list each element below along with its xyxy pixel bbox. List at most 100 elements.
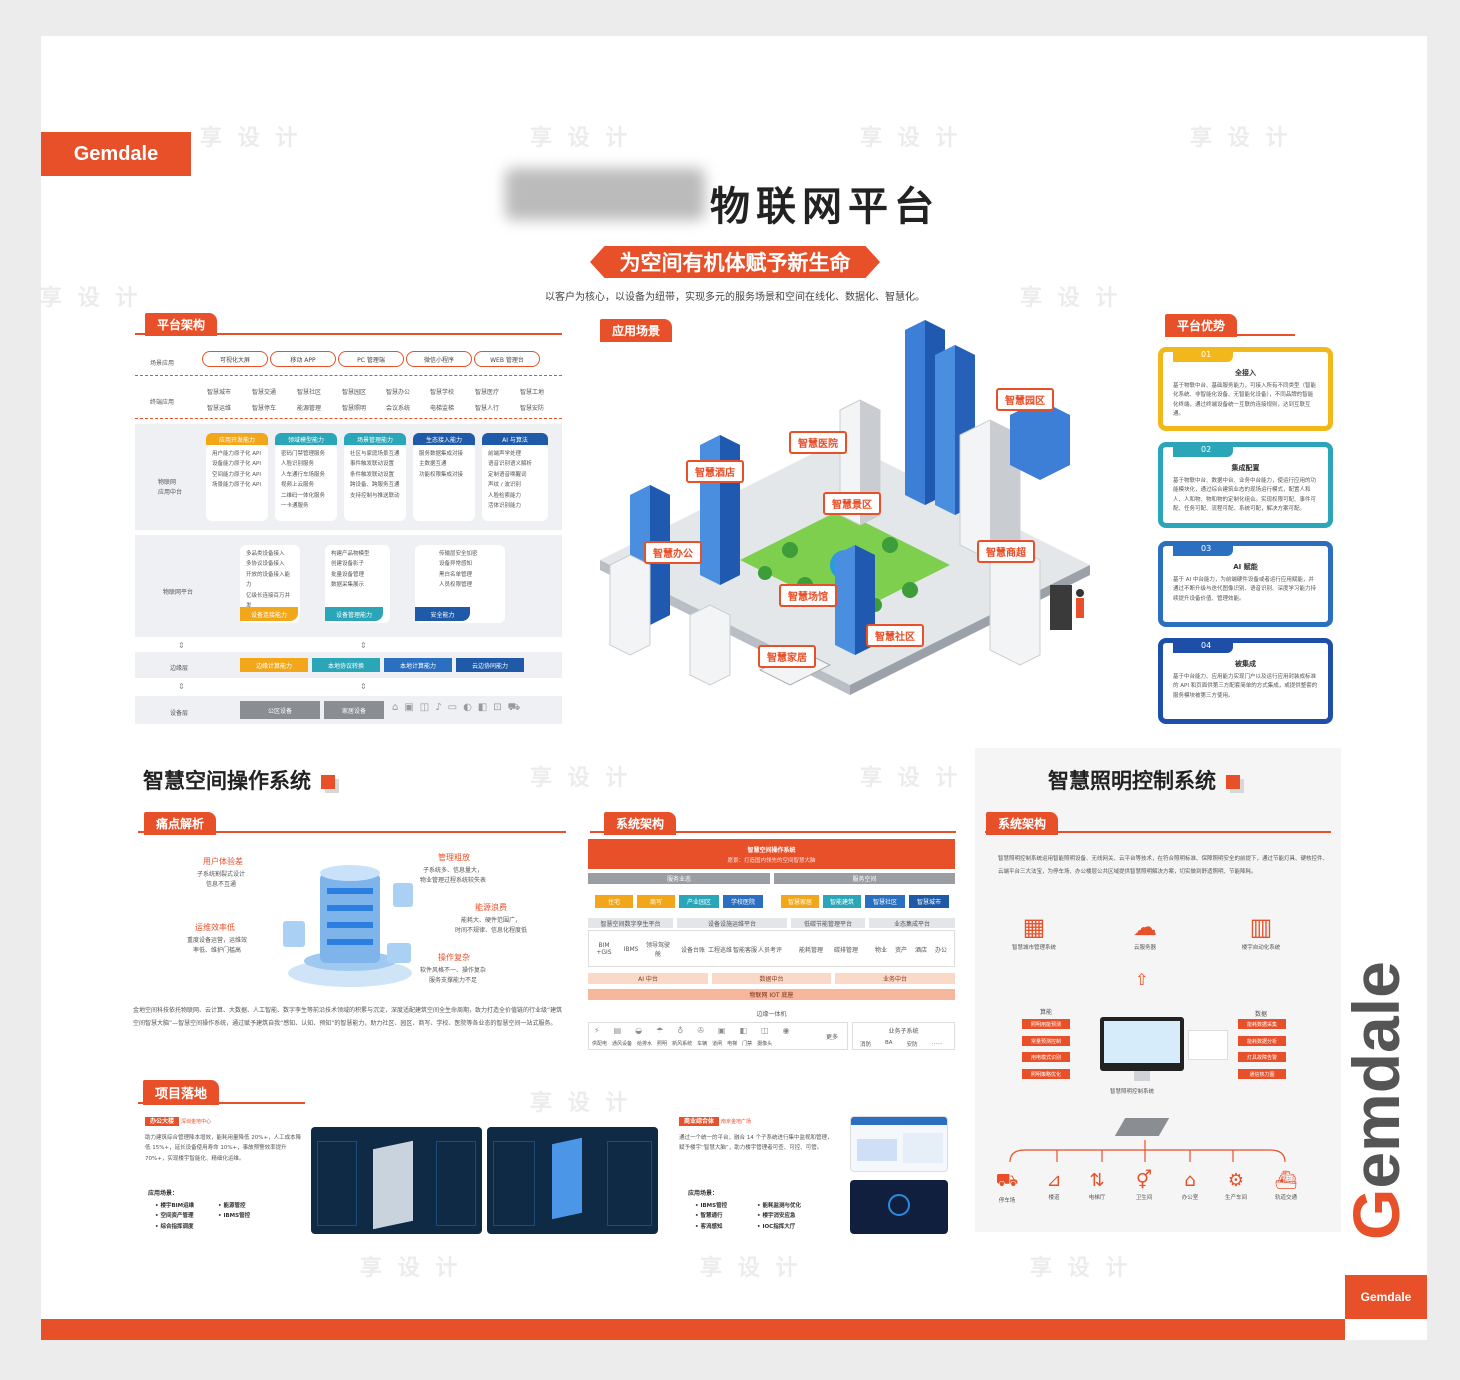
arch-row2-item: 智慧交通	[252, 389, 277, 396]
watermark: 享 设 计	[1030, 1256, 1132, 1281]
lighting-left-item: 照明用能预测	[1022, 1019, 1070, 1029]
card-line: 空间能力原子化 API	[212, 471, 261, 478]
card-line: 设备能力原子化 API	[212, 461, 261, 468]
cloud-server-icon: ☁云服务器	[1124, 913, 1166, 951]
platform-modules-box	[588, 930, 955, 967]
project-tag: 项目落地	[143, 1080, 220, 1105]
card-line: 多协议设备接入	[246, 561, 285, 568]
footer-brand-tab: Gemdale	[1345, 1275, 1427, 1319]
footer-bar	[41, 1319, 1345, 1340]
data-middle-platform: 数据中台	[712, 973, 831, 984]
scene-tag: 应用场景	[600, 319, 673, 342]
arch-row2-item: 能源管理	[297, 405, 322, 412]
project1-list-item: 楼宇BIM运维	[160, 1203, 195, 1209]
space-os-description: 金地空间科技依托物联网、云计算、大数据、人工智能、数字孪生等前沿技术领域的积累与…	[133, 1007, 563, 1028]
advantage-heading: AI 赋能	[1233, 563, 1258, 571]
device-label: 摄像头	[757, 1041, 773, 1047]
business-subsystem: ……	[931, 1040, 943, 1046]
project2-list-item: IOC指挥大厅	[762, 1223, 796, 1230]
project1-list-item: 综合指挥调度	[160, 1223, 194, 1230]
project2-tag-row: 商业综合体 南京金地广场	[679, 1116, 751, 1126]
project1-list-item: 空间资产管理	[160, 1213, 194, 1220]
module-item: 办公	[934, 946, 947, 954]
lighting-scene-label: 楼道	[1048, 1195, 1060, 1201]
pain-point-text: 子系统多、信息量大， 物业管理过程系统较失表	[420, 867, 487, 884]
arch-row2-item: 智慧安防	[520, 405, 545, 412]
arch-row1-item: PC 管理端	[338, 351, 404, 367]
card-line: 社区与家庭场景互通	[350, 451, 400, 457]
watermark: 享 设 计	[1020, 286, 1122, 311]
lighting-right-item: 能耗数据采集	[1238, 1019, 1286, 1029]
arch-row1-item: WEB 管理台	[474, 351, 540, 367]
advantage-card: 04 被集成 基于中台能力、应用能力实现门户以及运行应用封装成标准的 API 和…	[1158, 638, 1333, 724]
project2-list-item: 客流感知	[700, 1223, 723, 1230]
project1-list: • 能源管控• IBMS管控	[218, 1203, 251, 1220]
capability-card: 服务数据集成对接主数据互通功能权限集成对接	[413, 445, 475, 521]
card-line: 多品类设备接入	[246, 551, 285, 557]
office-icon: ⌂办公室	[1170, 1170, 1210, 1201]
card-line: 人员权限管理	[439, 582, 473, 589]
card-line: 条件触发联动设置	[350, 471, 395, 478]
project1-scene-label: 应用场景：	[148, 1190, 179, 1197]
orange-square-icon	[1226, 775, 1240, 789]
card-line: 跨设备、跨服务互通	[350, 482, 400, 489]
tablet-illustration	[1188, 1030, 1228, 1060]
device-layer-label: 设备层	[170, 710, 189, 717]
lighting-right-item: 通信热力图	[1238, 1069, 1286, 1079]
lighting-divider	[985, 831, 1331, 833]
pain-point-heading: 用户体验差	[203, 857, 243, 866]
card-line: 事件触发联动设置	[350, 461, 395, 468]
iot-chip: 设备管理能力	[325, 607, 383, 621]
service-space-chip: 智慧家居	[781, 895, 819, 908]
lighting-left-item: 照明策略优化	[1022, 1069, 1070, 1079]
pain-section-header: 痛点解析	[144, 812, 217, 835]
service-format-chip: 产业园区	[679, 895, 719, 908]
project2-list: • 能耗监测与优化• 楼宇消安应急• IOC指挥大厅	[757, 1203, 801, 1230]
watermark: 享 设 计	[860, 766, 962, 791]
brand-logo-rest: emdale	[1339, 961, 1413, 1189]
project2-list: • IBMS管控• 智慧通行• 客流感知	[695, 1203, 728, 1230]
card-line: 黑白名单管理	[439, 571, 473, 578]
arch-row2-item: 电梯监梯	[430, 405, 455, 412]
module-item: 碳排管理	[833, 946, 858, 954]
monitor-illustration	[1100, 1017, 1184, 1081]
iot-base: 物联网 IOT 底座	[588, 989, 955, 1000]
ai-middle-platform: AI 中台	[588, 973, 708, 984]
watermark: 享 设 计	[860, 126, 962, 151]
lighting-top-label: 楼宇自动化系统	[1241, 945, 1281, 951]
business-subsystem: 安防	[906, 1042, 918, 1048]
lighting-right-item: 能耗数据分析	[1238, 1036, 1286, 1046]
card-line: 声纹 / 波识别	[488, 482, 521, 489]
service-format-chip: 住宅	[595, 895, 633, 908]
device-label: 车辆	[697, 1041, 708, 1047]
pain-point-heading: 管理粗放	[438, 853, 470, 862]
device-label: 给排水	[637, 1041, 653, 1047]
device-label: 电梯	[727, 1041, 738, 1047]
card-line: 功能权限集成对接	[419, 471, 464, 478]
pain-divider	[138, 831, 566, 833]
device-label: 供配电	[592, 1041, 608, 1047]
capability-card-header: AI 与算法	[482, 433, 548, 445]
arch-row2-item: 智慧医疗	[475, 389, 500, 396]
project2-tag: 商业综合体	[679, 1117, 720, 1126]
iot-chip: 设备连接能力	[240, 607, 298, 621]
advantage-heading: 集成配置	[1231, 464, 1260, 472]
card-line: 传输层安全加密	[439, 551, 478, 557]
os-architecture-tag: 系统架构	[604, 812, 677, 835]
capability-card: 密码门禁管理服务人脸识别服务人车通行车场服务视频上云服务二维码一体化服务一卡通服…	[275, 445, 337, 521]
scene-section-header: 应用场景	[600, 319, 673, 342]
business-middle-platform: 业务中台	[835, 973, 955, 984]
watermark: 享 设 计	[1190, 126, 1292, 151]
arch-row1-item: 可视化大屏	[202, 351, 268, 367]
page-subtitle: 以客户为核心，以设备为纽带，实现多元的服务场景和空间在线化、数据化、智慧化。	[545, 292, 925, 303]
scene-label: 智慧酒店	[686, 460, 744, 483]
arch-section-header: 平台架构	[145, 313, 218, 336]
module-item: 能耗管理	[798, 946, 823, 954]
edge-chip: 本地计算能力	[384, 658, 452, 672]
card-line: 定制语音唤醒词	[488, 471, 527, 478]
lighting-title: 智慧照明控制系统	[1048, 769, 1216, 793]
pain-tag: 痛点解析	[144, 812, 217, 835]
business-subsystems-box	[852, 1022, 955, 1050]
page-title: 物联网平台	[710, 184, 940, 230]
card-line: 构建产品物模型	[331, 551, 370, 557]
